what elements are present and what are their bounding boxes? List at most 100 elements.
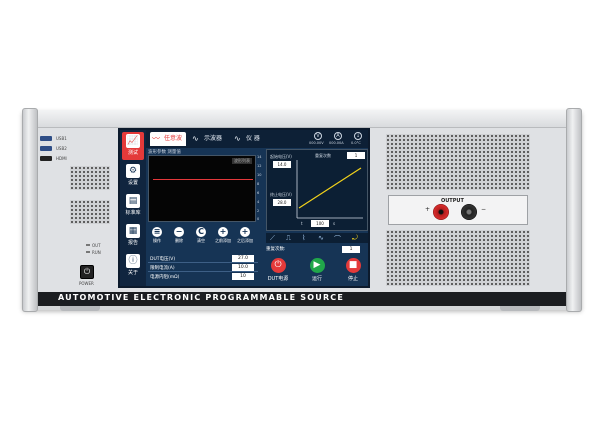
negative-terminal[interactable]: [461, 204, 477, 220]
right-rack-handle: [566, 108, 582, 312]
right-vent-upper: [386, 134, 530, 190]
start-voltage-input[interactable]: 14.0: [273, 161, 291, 168]
waveform-display[interactable]: 波形列表: [148, 155, 256, 222]
tab-arbitrary-wave[interactable]: 〰 任意波: [150, 132, 187, 146]
stop-button[interactable]: ■ 停止: [338, 258, 368, 282]
left-vent-upper: [70, 166, 110, 190]
custom-shape-icon[interactable]: ⤾: [352, 234, 358, 242]
end-voltage-input[interactable]: 28.0: [273, 199, 291, 206]
end-voltage-label: 终止电压(V): [270, 192, 292, 197]
ramp-shape-icon[interactable]: ⟋: [270, 234, 275, 242]
report-icon: ▦: [126, 224, 140, 238]
model-strip: AUTOMOTIVE ELECTRONIC PROGRAMMABLE SOURC…: [38, 292, 566, 306]
control-label: 清空: [197, 238, 205, 243]
usb1-label: USB1: [56, 136, 67, 141]
out-led: [86, 244, 90, 246]
total-repeat-label: 重复次数:: [266, 247, 286, 252]
dut-voltage-input[interactable]: 27.0: [232, 255, 254, 262]
voltage-icon: V: [314, 132, 322, 140]
delete-button[interactable]: − 删除: [170, 227, 188, 244]
minus-mark: −: [481, 206, 487, 213]
square-shape-icon[interactable]: ⎍: [286, 234, 291, 242]
repeat-label: 重复次数: [315, 153, 331, 158]
current-readout: 000.00A: [329, 141, 344, 145]
plus-icon: +: [240, 227, 250, 237]
side-item-settings[interactable]: ⚙ 设置: [122, 162, 144, 190]
source-resistance-input[interactable]: 10: [232, 273, 254, 280]
power-label: POWER: [79, 281, 94, 286]
usb2-label: USB2: [56, 146, 67, 151]
y-axis: 14 12 10 8 6 4 2 0: [256, 155, 264, 222]
usb2-port[interactable]: [40, 146, 52, 151]
add-after-button[interactable]: + 之后添加: [236, 227, 254, 244]
wave-icon: 〰: [152, 134, 160, 143]
menu-icon: ≡: [152, 227, 162, 237]
add-before-button[interactable]: + 之前添加: [214, 227, 232, 244]
temperature-readout: 0.0°C: [351, 141, 361, 145]
y-tick: 0: [257, 217, 260, 221]
wave-list-tag[interactable]: 波形列表: [232, 158, 252, 164]
sine-shape-icon[interactable]: ∿: [318, 234, 324, 242]
side-item-report[interactable]: ▦ 报告: [122, 222, 144, 250]
segment-controls: ≡ 操作 − 删除 C 清空 + 之前添加 + 之后添加: [148, 227, 262, 247]
right-foot: [500, 306, 540, 311]
repeat-input[interactable]: 1: [347, 152, 365, 159]
output-panel: OUTPUT + −: [388, 195, 528, 225]
control-label: 操作: [153, 238, 161, 243]
hdmi-port[interactable]: [40, 156, 52, 161]
source-resistance-row: 电源内阻(mΩ) 10: [148, 273, 258, 281]
side-item-test[interactable]: 📈 测试: [122, 132, 144, 160]
y-tick: 4: [257, 200, 260, 204]
waveform-trace: [153, 179, 253, 180]
side-item-about[interactable]: ⓘ 关于: [122, 252, 144, 280]
voltage-readout: 000.00V: [309, 141, 324, 145]
power-button[interactable]: ⏻: [80, 265, 94, 279]
dut-voltage-label: DUT电压(V): [150, 257, 176, 262]
file-icon: ▤: [126, 194, 140, 208]
tab-label: 示波器: [204, 135, 223, 142]
sine-icon: ∿: [192, 134, 199, 143]
time-symbol: t: [301, 221, 303, 226]
positive-terminal[interactable]: [433, 204, 449, 220]
total-repeat-input[interactable]: 1: [342, 246, 360, 253]
plus-icon: +: [218, 227, 228, 237]
clear-icon: C: [196, 227, 206, 237]
total-repeat-row: 重复次数: 1: [266, 246, 368, 254]
source-resistance-label: 电源内阻(mΩ): [150, 275, 180, 280]
wave-shape-selector: ⟋ ⎍ ⌇ ∿ ⌒ ⤾: [266, 233, 368, 243]
tab-label: 任意波: [164, 135, 183, 142]
button-label: DUT电源: [267, 276, 289, 282]
current-limit-input[interactable]: 10.0: [232, 264, 254, 271]
pulse-shape-icon[interactable]: ⌇: [302, 234, 306, 242]
time-input[interactable]: 100: [311, 220, 329, 227]
tab-label: 仪 器: [246, 135, 260, 142]
ramp-editor: 起始电压(V) 14.0 重复次数 1 终止电压(V) 28.0 t 100 s: [266, 149, 368, 231]
ramp-plot: [296, 160, 363, 219]
time-unit: s: [333, 221, 336, 226]
left-rack-handle: [22, 108, 38, 312]
model-name: AUTOMOTIVE ELECTRONIC PROGRAMMABLE SOURC…: [58, 293, 345, 302]
side-item-label: 设置: [127, 180, 138, 186]
button-label: 运行: [311, 276, 322, 282]
hdmi-label: HDMI: [56, 156, 67, 161]
control-label: 之后添加: [237, 238, 253, 243]
arc-shape-icon[interactable]: ⌒: [334, 235, 341, 243]
current-limit-label: 限制电流(A): [150, 266, 175, 271]
side-item-standard-library[interactable]: ▤ 标准库: [122, 192, 144, 220]
run-button[interactable]: ▶ 运行: [302, 258, 332, 282]
tab-instrument[interactable]: ∿ 仪 器: [232, 132, 260, 146]
plus-mark: +: [425, 206, 431, 213]
control-label: 删除: [175, 238, 183, 243]
chart-icon: 📈: [126, 134, 140, 148]
clear-button[interactable]: C 清空: [192, 227, 210, 244]
run-led-label: RUN: [92, 250, 101, 255]
usb1-port[interactable]: [40, 136, 52, 141]
operate-button[interactable]: ≡ 操作: [148, 227, 166, 244]
left-vent-lower: [70, 200, 110, 224]
button-label: 停止: [347, 276, 358, 282]
out-led-label: OUT: [92, 243, 101, 248]
y-tick: 12: [257, 164, 262, 168]
tab-oscilloscope[interactable]: ∿ 示波器: [190, 132, 222, 146]
dut-power-button[interactable]: ⏻ DUT电源: [263, 258, 293, 282]
